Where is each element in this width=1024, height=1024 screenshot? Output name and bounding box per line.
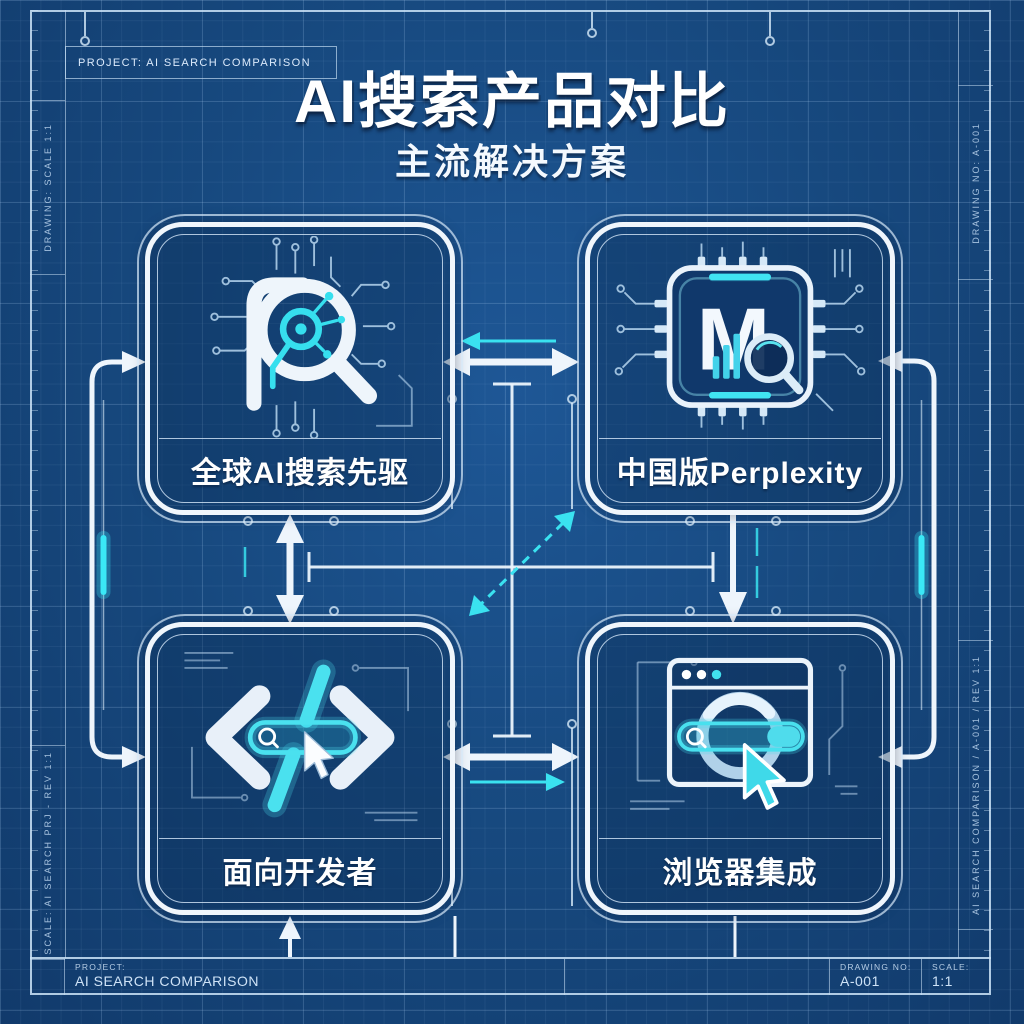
card-global-pioneer: 全球AI搜索先驱: [137, 214, 463, 523]
card-browser: 浏览器集成: [577, 614, 903, 923]
card-label-china-perplexity: 中国版Perplexity: [599, 438, 881, 501]
project-value: AI SEARCH COMPARISON: [75, 973, 259, 989]
chip-m-search-icon: M: [599, 236, 881, 438]
project-label-box: PROJECT: AI SEARCH COMPARISON: [65, 46, 337, 79]
right-top-margin-label: DRAWING NO: A-001: [958, 85, 993, 280]
right-margin-line: [958, 10, 959, 958]
scale-label: SCALE:: [932, 962, 970, 972]
margin-text: SCALE: AI SEARCH PRJ - REV 1:1: [42, 750, 53, 955]
window-dot: [681, 669, 692, 680]
perplexity-search-logo-icon: [159, 236, 441, 438]
window-dot: [696, 669, 707, 680]
chip-pins: [654, 256, 826, 417]
card-label-global-pioneer: 全球AI搜索先驱: [159, 438, 441, 501]
window-dot-accent: [711, 669, 722, 680]
code-search-cursor-icon: [184, 651, 418, 822]
browser-search-cursor-icon: [630, 657, 858, 810]
bar-chart-glyph: [712, 333, 740, 379]
browser-search-cursor-icon: [599, 636, 881, 838]
title-block-spacer: [30, 959, 65, 995]
project-label: PROJECT:: [75, 962, 126, 972]
left-bottom-margin-label: SCALE: AI SEARCH PRJ - REV 1:1: [30, 745, 65, 960]
corner-traces: [184, 651, 418, 822]
scale-value: 1:1: [932, 973, 953, 989]
drawing-frame: [30, 10, 991, 995]
title-block-drawing-no: DRAWING NO: A-001: [829, 959, 921, 995]
left-top-margin-label: DRAWING: SCALE 1:1: [30, 100, 65, 275]
left-ruler-ticks: [31, 10, 38, 958]
right-bottom-margin-label: AI SEARCH COMPARISON / A-001 / REV 1:1: [958, 640, 993, 930]
slash-glyph: [262, 659, 336, 818]
card-developer: 面向开发者: [137, 614, 463, 923]
page-subtitle: 主流解决方案: [394, 141, 629, 182]
page-title: AI搜索产品对比: [294, 68, 730, 135]
title-block-empty: [565, 959, 829, 995]
right-ruler-ticks: [984, 10, 991, 958]
search-pill: [674, 718, 808, 755]
card-china-perplexity: M 中国版Perplexity: [577, 214, 903, 523]
left-margin-line: [65, 10, 66, 958]
perplexity-search-logo-icon: [210, 236, 413, 438]
title-block-project: PROJECT: AI SEARCH COMPARISON: [65, 959, 565, 995]
cursor-arrow: [742, 743, 786, 810]
cursor-arrow: [303, 731, 334, 780]
card-label-developer: 面向开发者: [159, 838, 441, 901]
drawing-no-label: DRAWING NO:: [840, 962, 912, 972]
code-search-cursor-icon: [159, 636, 441, 838]
title-block-scale: SCALE: 1:1: [921, 959, 991, 995]
search-pill: [244, 716, 362, 759]
chip-m-search-icon: M: [614, 241, 866, 430]
margin-text: AI SEARCH COMPARISON / A-001 / REV 1:1: [970, 655, 981, 915]
magnifier-glyph: [744, 333, 804, 395]
drawing-no-value: A-001: [840, 973, 880, 989]
title-block: PROJECT: AI SEARCH COMPARISON DRAWING NO…: [30, 957, 991, 995]
code-brackets: [205, 685, 395, 790]
card-label-browser: 浏览器集成: [599, 838, 881, 901]
